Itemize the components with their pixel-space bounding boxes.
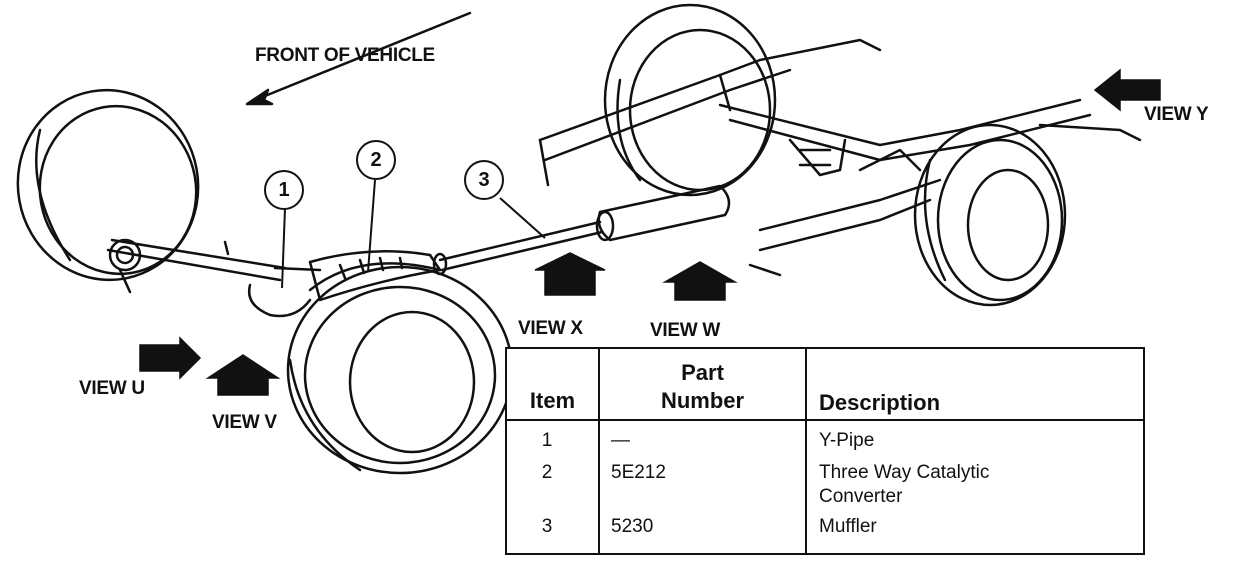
view-x-label: VIEW X [518, 318, 583, 339]
row-1-description: Y-Pipe [819, 430, 875, 451]
view-v-arrow [205, 354, 281, 396]
parts-table: Item Part Number Description 1 — Y-Pipe … [505, 347, 1145, 555]
view-u-arrow [139, 336, 202, 380]
header-part-number-line1: Part [681, 360, 724, 385]
header-part-number-line2: Number [660, 388, 745, 413]
front-direction-arrow [245, 11, 472, 106]
row-2-part-number: 5E212 [611, 462, 666, 483]
front-of-vehicle-label: FRONT OF VEHICLE [255, 45, 435, 66]
header-description: Description [819, 390, 941, 415]
left-tire [16, 88, 200, 282]
row-1-part-number: — [611, 430, 630, 451]
header-item: Item [529, 388, 576, 413]
callout-leaders [281, 179, 546, 289]
view-u-label: VIEW U [79, 378, 145, 399]
view-arrows [139, 68, 1161, 396]
view-y-arrow [1093, 68, 1161, 112]
view-w-arrow [662, 261, 738, 301]
rear-right-tire [603, 3, 777, 197]
callout-1: 1 [264, 170, 304, 210]
view-w-label: VIEW W [650, 320, 720, 341]
row-2-description: Three Way Catalytic [819, 462, 990, 483]
row-3-part-number: 5230 [611, 516, 654, 537]
row-2-description-line2: Converter [819, 486, 903, 507]
front-left-tire [286, 262, 514, 475]
exhaust-pipe [106, 184, 731, 318]
vehicle-frame [538, 38, 1142, 277]
view-y-label: VIEW Y [1144, 104, 1209, 125]
row-1-item: 1 [541, 430, 553, 451]
front-right-tire [913, 123, 1067, 307]
view-v-label: VIEW V [212, 412, 277, 433]
row-3-item: 3 [541, 516, 553, 537]
row-3-description: Muffler [819, 516, 877, 537]
row-2-item: 2 [541, 462, 553, 483]
view-x-arrow [534, 252, 606, 296]
callout-3: 3 [464, 160, 504, 200]
callout-2: 2 [356, 140, 396, 180]
